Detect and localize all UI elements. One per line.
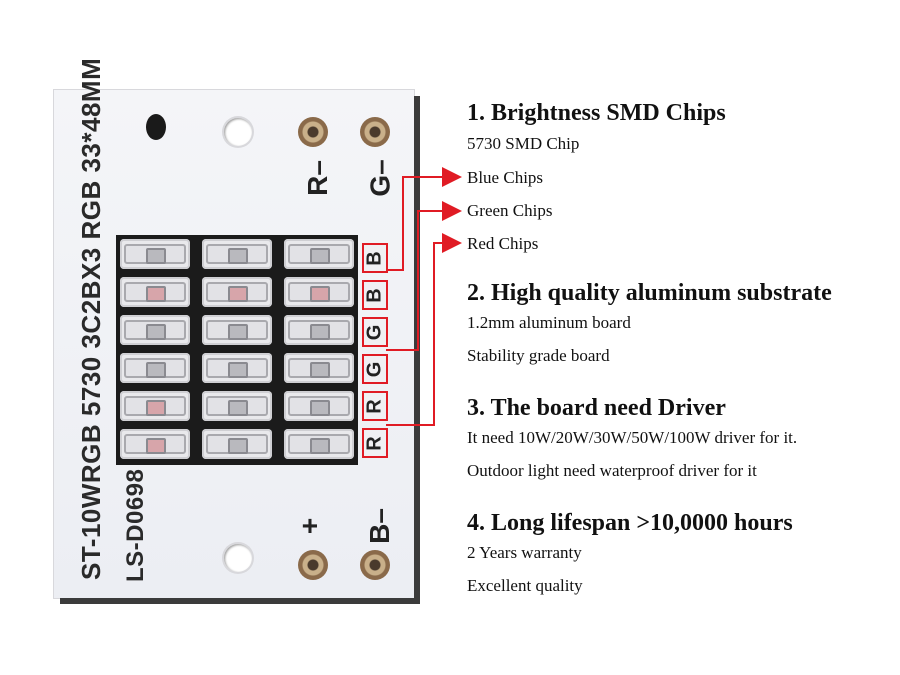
solder-pad-g	[360, 117, 390, 147]
row-label-green-2: G	[362, 354, 388, 384]
smd-chip-array	[116, 235, 358, 465]
row-label-blue-2: B	[362, 280, 388, 310]
smd-chip	[284, 239, 354, 269]
smd-chip	[120, 277, 190, 307]
smd-chip	[202, 353, 272, 383]
smd-chip	[284, 315, 354, 345]
smd-chip	[120, 429, 190, 459]
smd-chip	[120, 353, 190, 383]
green-arrow	[386, 201, 462, 351]
smd-chip	[202, 277, 272, 307]
solder-pad-plus	[298, 550, 328, 580]
feature-2-line-2: Stability grade board	[467, 346, 610, 365]
feature-4-line-2: Excellent quality	[467, 576, 583, 595]
row-label-green-1: G	[362, 317, 388, 347]
feature-2-line-1: 1.2mm aluminum board	[467, 313, 631, 332]
solder-pad-r	[298, 117, 328, 147]
smd-chip	[202, 239, 272, 269]
smd-chip	[284, 391, 354, 421]
feature-4-title: 4. Long lifespan >10,0000 hours	[467, 510, 793, 536]
feature-1-line-3: Green Chips	[467, 201, 553, 220]
smd-chip	[284, 277, 354, 307]
feature-4-line-1: 2 Years warranty	[467, 543, 582, 562]
feature-1-line-4: Red Chips	[467, 234, 539, 253]
feature-3-line-1: It need 10W/20W/30W/50W/100W driver for …	[467, 428, 798, 447]
row-label-blue-1: B	[362, 243, 388, 273]
red-arrow	[386, 233, 462, 426]
row-label-red-1: R	[362, 391, 388, 421]
solder-pad-b	[360, 550, 390, 580]
smd-chip	[120, 391, 190, 421]
blue-arrow	[386, 167, 462, 271]
feature-1-line-2: Blue Chips	[467, 168, 544, 187]
feature-3-title: 3. The board need Driver	[467, 395, 726, 421]
smd-chip	[284, 429, 354, 459]
mount-hole-bottom	[224, 544, 252, 572]
feature-1-title: 1. Brightness SMD Chips	[467, 100, 726, 126]
row-label-red-2: R	[362, 428, 388, 458]
feature-1-line-1: 5730 SMD Chip	[467, 134, 580, 153]
mount-hole-top	[224, 118, 252, 146]
smd-chip	[284, 353, 354, 383]
smd-chip	[202, 429, 272, 459]
feature-2-title: 2. High quality aluminum substrate	[467, 280, 832, 306]
smd-chip	[202, 391, 272, 421]
board-marker-dot	[146, 114, 166, 140]
smd-chip	[202, 315, 272, 345]
smd-chip	[120, 239, 190, 269]
smd-chip	[120, 315, 190, 345]
feature-3-line-2: Outdoor light need waterproof driver for…	[467, 461, 757, 480]
